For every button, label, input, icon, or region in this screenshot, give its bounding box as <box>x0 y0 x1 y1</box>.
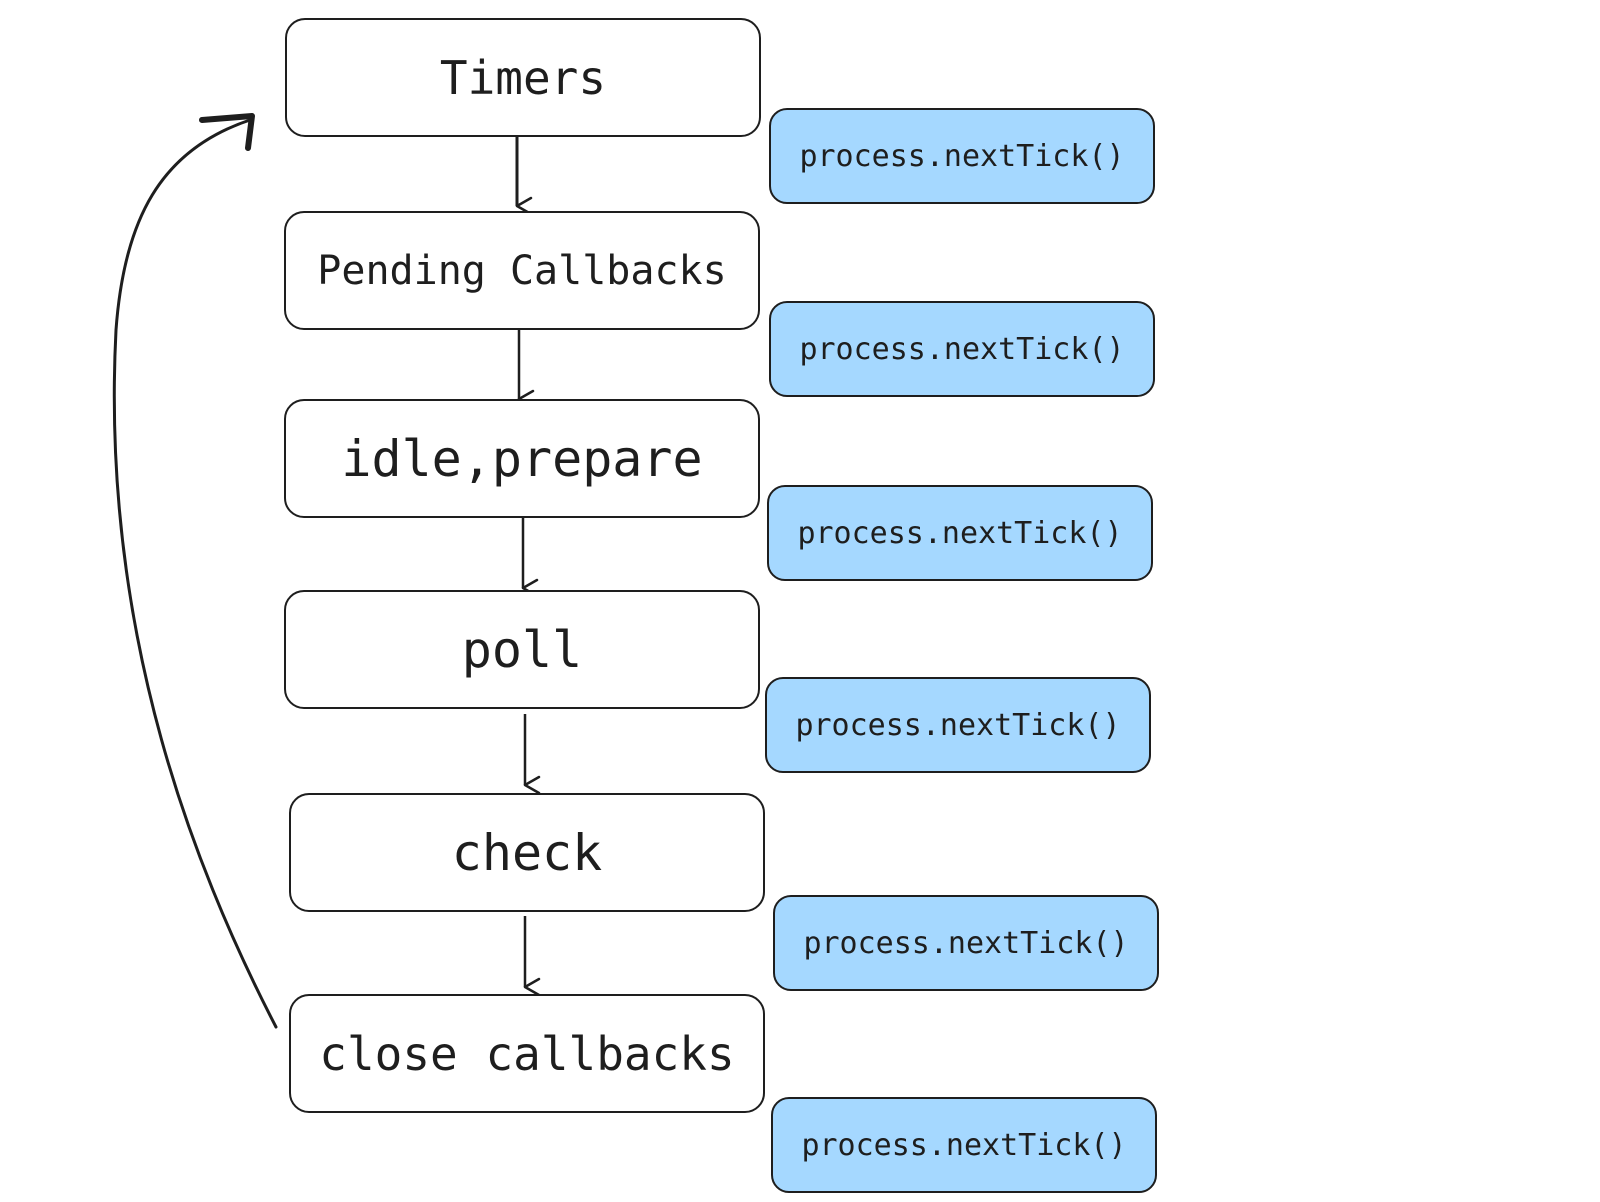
phase-label: Pending Callbacks <box>317 247 727 294</box>
phase-label: check <box>451 823 603 882</box>
next-tick-label: process.nextTick() <box>799 331 1125 367</box>
next-tick-box-2: process.nextTick() <box>769 301 1155 397</box>
next-tick-box-1: process.nextTick() <box>769 108 1155 204</box>
next-tick-label: process.nextTick() <box>803 925 1129 961</box>
loop-back-arrowhead <box>199 113 255 151</box>
phase-box-check: check <box>289 793 765 912</box>
next-tick-box-3: process.nextTick() <box>767 485 1153 581</box>
next-tick-label: process.nextTick() <box>795 707 1121 743</box>
loop-back-arrow <box>112 118 278 1029</box>
phase-label: idle,prepare <box>341 429 703 488</box>
phase-label: close callbacks <box>319 1026 735 1081</box>
next-tick-label: process.nextTick() <box>797 515 1123 551</box>
phase-box-idle-prepare: idle,prepare <box>284 399 760 518</box>
next-tick-label: process.nextTick() <box>799 138 1125 174</box>
phase-label: Timers <box>439 50 607 105</box>
phase-box-close-callbacks: close callbacks <box>289 994 765 1113</box>
next-tick-box-5: process.nextTick() <box>773 895 1159 991</box>
next-tick-box-6: process.nextTick() <box>771 1097 1157 1193</box>
next-tick-box-4: process.nextTick() <box>765 677 1151 773</box>
phase-box-poll: poll <box>284 590 760 709</box>
phase-box-pending-callbacks: Pending Callbacks <box>284 211 760 330</box>
phase-box-timers: Timers <box>285 18 761 137</box>
phase-label: poll <box>461 620 583 679</box>
next-tick-label: process.nextTick() <box>801 1127 1127 1163</box>
